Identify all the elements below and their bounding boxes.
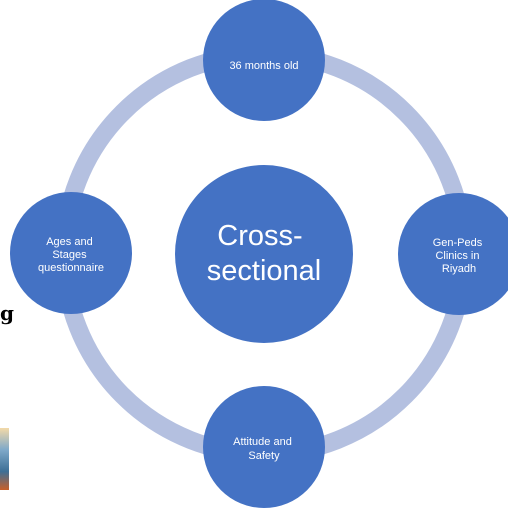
node-center xyxy=(175,165,353,343)
node-center-label: Cross- sectional xyxy=(207,220,321,287)
node-right-label: Gen-Peds Clinics in Riyadh xyxy=(433,237,486,275)
node-bottom xyxy=(203,386,325,508)
node-top-label: 36 months old xyxy=(229,60,298,72)
node-left-label: Ages and Stages questionnaire xyxy=(38,236,104,274)
node-bottom-label: Attitude and Safety xyxy=(233,436,295,462)
cropped-text-fragment: g xyxy=(0,301,14,325)
node-right xyxy=(398,193,508,315)
cropped-photo-thumbnail xyxy=(0,428,9,490)
node-left xyxy=(10,192,132,314)
node-top xyxy=(203,0,325,121)
